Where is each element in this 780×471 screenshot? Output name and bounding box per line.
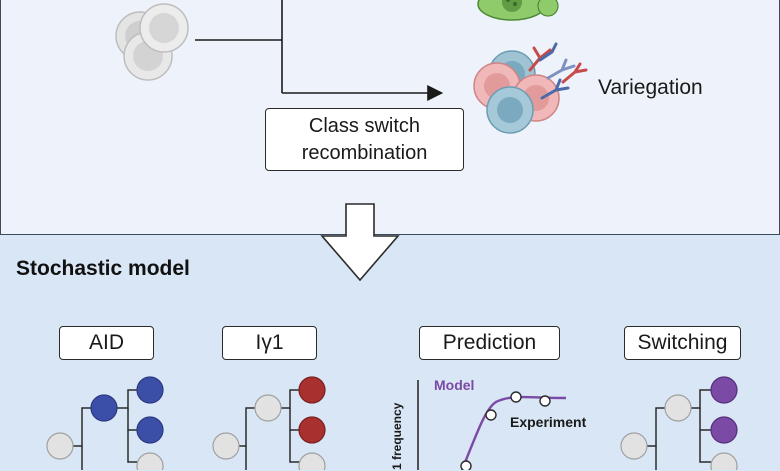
antibody-icons (528, 42, 588, 100)
switching-label-box: Switching (624, 326, 741, 360)
prediction-ylabel: 1 frequency (390, 402, 404, 470)
experiment-point (485, 409, 497, 421)
model-label: Model (434, 377, 475, 393)
plasma-cell-green (477, 0, 559, 21)
naive-b-cell-cluster (115, 3, 189, 81)
prediction-label: Prediction (442, 331, 537, 354)
variegated-cell-cluster (473, 50, 560, 134)
csr-line-1: Class switch (308, 114, 421, 137)
igamma1-lineage-tree (212, 376, 326, 470)
aid-lineage-tree (46, 376, 164, 470)
experiment-label: Experiment (510, 414, 587, 430)
down-arrow (320, 203, 400, 282)
prediction-chart: 1 frequency (390, 380, 567, 470)
switching-lineage-tree (620, 376, 738, 470)
branch-lines (195, 0, 444, 101)
aid-label: AID (88, 331, 124, 354)
section-title: Stochastic model (16, 257, 190, 280)
csr-line-2: recombination (301, 141, 428, 164)
experiment-point (460, 460, 472, 470)
experiment-point (539, 395, 551, 407)
model-curve (460, 395, 567, 470)
class-switch-recombination-box: Class switch recombination (265, 108, 464, 171)
igamma1-label-box: Iγ1 (222, 326, 317, 360)
variegation-label: Variegation (598, 76, 703, 99)
igamma1-label: Iγ1 (255, 331, 284, 354)
switching-label: Switching (637, 331, 728, 354)
experiment-point (510, 391, 522, 403)
prediction-label-box: Prediction (419, 326, 560, 360)
aid-label-box: AID (59, 326, 154, 360)
